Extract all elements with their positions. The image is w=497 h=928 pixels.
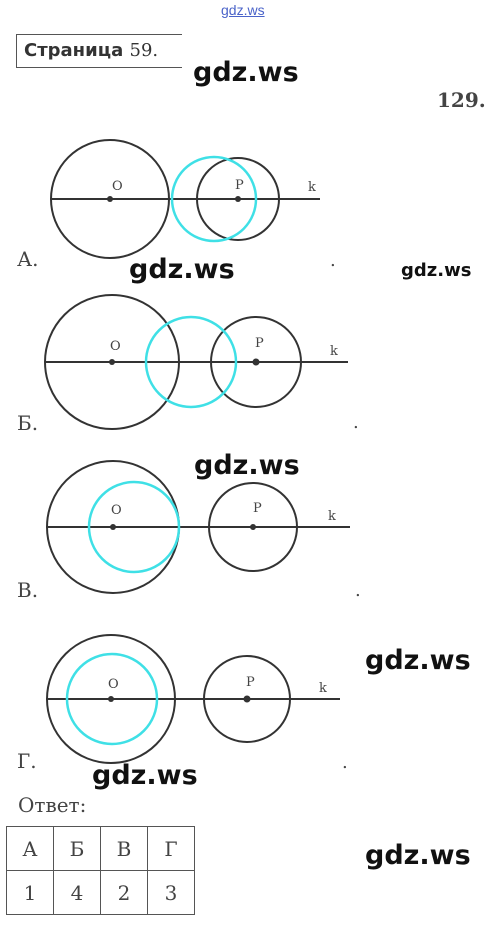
option-label-b: Б. bbox=[17, 411, 39, 435]
watermark: gdz.ws bbox=[365, 645, 471, 676]
point-o-a bbox=[107, 196, 113, 202]
answer-value-cell: 1 bbox=[6, 870, 54, 915]
answer-value-cell: 2 bbox=[100, 870, 148, 915]
option-dot-b: . bbox=[353, 412, 359, 433]
watermark: gdz.ws bbox=[194, 450, 300, 481]
circle-p-a bbox=[196, 157, 280, 241]
watermark: gdz.ws bbox=[193, 57, 299, 88]
option-dot-c: . bbox=[355, 580, 361, 601]
answer-header-cell: Г bbox=[147, 826, 195, 871]
page-title-word: Страница bbox=[24, 40, 124, 61]
label-o-d: O bbox=[108, 677, 119, 692]
watermark-top[interactable]: gdz.ws bbox=[221, 2, 265, 18]
task-number: 129. bbox=[437, 88, 486, 112]
page-title: Страница 59. bbox=[24, 40, 158, 61]
watermark: gdz.ws bbox=[401, 260, 472, 281]
watermark: gdz.ws bbox=[365, 840, 471, 871]
option-dot-d: . bbox=[342, 752, 348, 773]
point-o-d bbox=[108, 696, 114, 702]
point-o-b bbox=[109, 359, 115, 365]
circle-o-b bbox=[44, 294, 180, 430]
label-o-b: O bbox=[110, 339, 121, 354]
label-k-a: k bbox=[308, 180, 316, 195]
point-p-b bbox=[252, 358, 260, 366]
page-title-box bbox=[16, 34, 182, 68]
answer-header-cell: В bbox=[100, 826, 148, 871]
point-o-c bbox=[110, 524, 116, 530]
answer-header-cell: Б bbox=[53, 826, 101, 871]
option-label-c: В. bbox=[17, 578, 39, 602]
point-p-a bbox=[235, 196, 241, 202]
label-o-a: O bbox=[112, 179, 123, 194]
circle-p-c bbox=[208, 482, 298, 572]
label-p-d: P bbox=[246, 675, 255, 690]
circle-p-d bbox=[203, 655, 291, 743]
label-k-b: k bbox=[330, 344, 338, 359]
highlight-circle-b bbox=[144, 315, 238, 409]
point-p-c bbox=[250, 524, 256, 530]
highlight-circle-a bbox=[170, 155, 258, 243]
answer-value-cell: 4 bbox=[53, 870, 101, 915]
answer-table-value-row: 1 4 2 3 bbox=[6, 870, 195, 915]
label-o-c: O bbox=[111, 503, 122, 518]
answer-label: Ответ: bbox=[18, 793, 87, 817]
highlight-circle-c bbox=[87, 480, 181, 574]
circle-o-a bbox=[50, 139, 170, 259]
option-label-a: А. bbox=[17, 247, 39, 271]
watermark: gdz.ws bbox=[92, 760, 198, 791]
point-p-d bbox=[243, 695, 251, 703]
label-p-b: P bbox=[255, 336, 264, 351]
answer-header-cell: А bbox=[6, 826, 54, 871]
answer-value-cell: 3 bbox=[147, 870, 195, 915]
circle-p-b bbox=[210, 316, 302, 408]
page-title-number: 59. bbox=[129, 40, 159, 61]
circle-o-d bbox=[46, 634, 176, 764]
highlight-circle-d bbox=[65, 652, 159, 746]
label-p-c: P bbox=[253, 501, 262, 516]
answer-table: А Б В Г 1 4 2 3 bbox=[6, 826, 195, 915]
label-p-a: P bbox=[235, 178, 244, 193]
option-dot-a: . bbox=[330, 250, 336, 271]
answer-table-header-row: А Б В Г bbox=[6, 826, 195, 871]
label-k-c: k bbox=[328, 509, 336, 524]
watermark: gdz.ws bbox=[129, 254, 235, 285]
label-k-d: k bbox=[319, 681, 327, 696]
option-label-d: Г. bbox=[17, 749, 37, 773]
